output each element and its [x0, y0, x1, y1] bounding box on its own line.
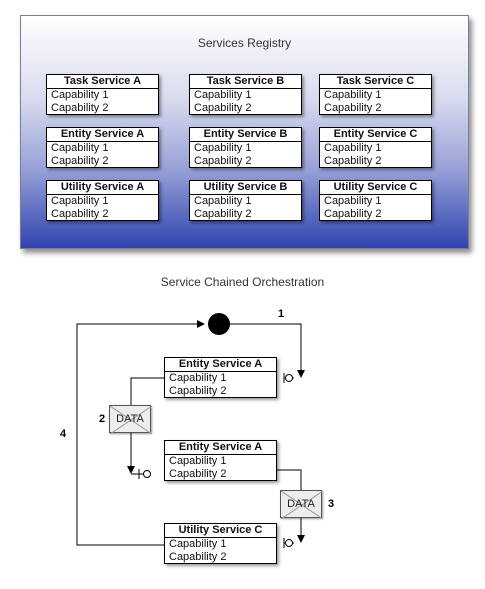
capability: Capability 1	[194, 89, 252, 101]
capability: Capability 1	[169, 455, 227, 467]
flow-line-step-1	[230, 323, 305, 378]
capability: Capability 1	[51, 142, 109, 154]
service-name: Task Service C	[320, 75, 431, 89]
capability: Capability 1	[324, 142, 382, 154]
step-number-1: 1	[278, 308, 285, 320]
capability: Capability 2	[194, 155, 252, 167]
capability: Capability 1	[194, 142, 252, 154]
data-box: DATA	[109, 405, 152, 434]
step-number-4: 4	[60, 428, 67, 440]
registry-service-entity-b: Entity Service B Capability 1 Capability…	[189, 127, 302, 168]
data-box-cross	[110, 406, 152, 434]
service-name: Task Service A	[47, 75, 158, 89]
capability: Capability 1	[51, 195, 109, 207]
capability: Capability 1	[169, 538, 227, 550]
capability: Capability 2	[169, 551, 227, 563]
orchestration-title: Service Chained Orchestration	[160, 275, 325, 289]
orchestration-service-utility-c: Utility Service C Capability 1 Capabilit…	[164, 523, 277, 564]
capability: Capability 2	[51, 208, 109, 220]
start-node	[208, 313, 230, 335]
capability: Capability 2	[324, 155, 382, 167]
capability: Capability 2	[324, 102, 382, 114]
registry-service-utility-a: Utility Service A Capability 1 Capabilit…	[46, 180, 159, 221]
service-name: Utility Service B	[190, 181, 301, 195]
orchestration-service-entity-a-1: Entity Service A Capability 1 Capability…	[164, 357, 277, 398]
capability: Capability 1	[169, 372, 227, 384]
registry-service-entity-a: Entity Service A Capability 1 Capability…	[46, 127, 159, 168]
data-label: DATA	[287, 498, 315, 510]
registry-service-entity-c: Entity Service C Capability 1 Capability…	[319, 127, 432, 168]
registry-title: Services Registry	[197, 36, 292, 50]
service-name: Entity Service B	[190, 128, 301, 142]
registry-service-task-b: Task Service B Capability 1 Capability 2	[189, 74, 302, 115]
step-number-3: 3	[328, 498, 335, 510]
lollipop-circle	[143, 470, 151, 478]
flow-line-step-4	[76, 320, 205, 546]
capability: Capability 1	[324, 89, 382, 101]
flow-line-step-2	[127, 377, 164, 474]
data-box: DATA	[280, 490, 323, 519]
capability: Capability 2	[51, 102, 109, 114]
registry-service-task-a: Task Service A Capability 1 Capability 2	[46, 74, 159, 115]
service-name: Entity Service A	[165, 358, 276, 372]
capability: Capability 2	[169, 468, 227, 480]
service-name: Entity Service A	[165, 441, 276, 455]
registry-service-utility-b: Utility Service B Capability 1 Capabilit…	[189, 180, 302, 221]
service-name: Entity Service A	[47, 128, 158, 142]
capability: Capability 1	[324, 195, 382, 207]
service-name: Utility Service A	[47, 181, 158, 195]
data-box-cross	[281, 491, 323, 519]
registry-service-task-c: Task Service C Capability 1 Capability 2	[319, 74, 432, 115]
registry-service-utility-c: Utility Service C Capability 1 Capabilit…	[319, 180, 432, 221]
capability: Capability 2	[194, 102, 252, 114]
service-name: Utility Service C	[165, 524, 276, 538]
capability: Capability 2	[169, 385, 227, 397]
capability: Capability 1	[51, 89, 109, 101]
capability: Capability 1	[194, 195, 252, 207]
lollipop-circle	[285, 374, 293, 382]
lollipop-circle	[285, 539, 293, 547]
service-name: Entity Service C	[320, 128, 431, 142]
service-name: Utility Service C	[320, 181, 431, 195]
capability: Capability 2	[194, 208, 252, 220]
step-number-2: 2	[99, 413, 106, 425]
data-label: DATA	[116, 413, 144, 425]
capability: Capability 2	[324, 208, 382, 220]
orchestration-service-entity-a-2: Entity Service A Capability 1 Capability…	[164, 440, 277, 481]
service-name: Task Service B	[190, 75, 301, 89]
flow-line-step-3	[277, 469, 305, 543]
capability: Capability 2	[51, 155, 109, 167]
